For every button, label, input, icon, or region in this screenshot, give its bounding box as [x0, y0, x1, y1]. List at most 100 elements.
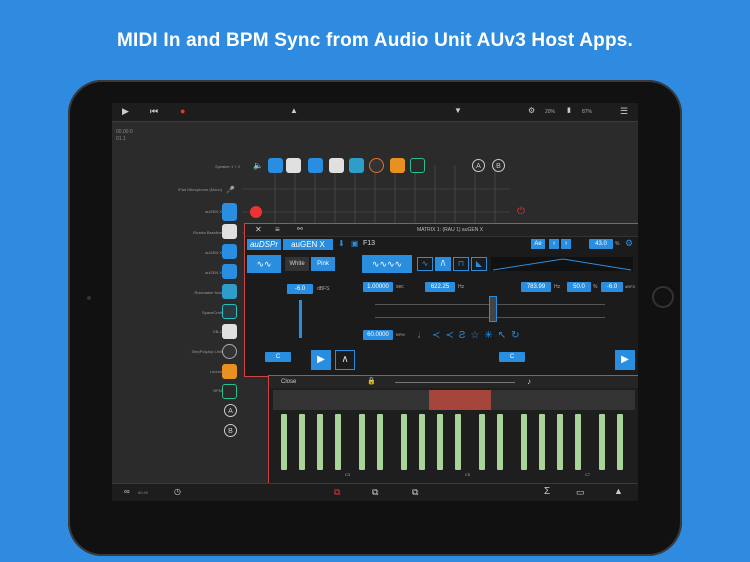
level-field[interactable]: -6.0 [287, 284, 313, 294]
envelope-button[interactable]: ∧ [335, 350, 355, 370]
pulse-width-unit: % [593, 284, 598, 290]
copy-icon[interactable]: ⧉ [372, 487, 379, 497]
noise-pink-button[interactable]: Pink [311, 257, 335, 271]
plugin-node[interactable] [222, 244, 237, 259]
octave-label: C5 [465, 472, 471, 477]
record-icon[interactable]: ● [180, 106, 186, 116]
app-screen: ▶ ⏮ ● ▲ ▼ ⚙ 20% ▮ 87% ☰ 00.00.0 01.1 Spe… [112, 103, 638, 501]
zoom-level: 20% [545, 109, 556, 115]
play-button-left[interactable]: ▶ [311, 350, 331, 370]
plugin-node[interactable] [390, 158, 405, 173]
time-field[interactable]: 1.00000 [363, 282, 393, 292]
battery-level: 87% [582, 109, 593, 115]
input-a[interactable]: A [224, 404, 237, 417]
plugin-node[interactable] [329, 158, 344, 173]
plugin-node[interactable] [222, 224, 237, 239]
plugin-node[interactable] [222, 284, 237, 299]
time-unit: sec [396, 284, 404, 290]
plugin-node[interactable] [286, 158, 301, 173]
triangle-icon[interactable]: ▲ [614, 486, 623, 496]
noise-wave-button[interactable]: ∿∿ [247, 255, 281, 273]
out-unit: dBFS [625, 284, 636, 289]
keyboard-slider[interactable] [395, 382, 515, 383]
link-icon[interactable]: ⚯ [297, 226, 303, 233]
lock-icon[interactable]: 🔒 [367, 378, 376, 385]
microphone-icon: 🎤 [226, 187, 235, 194]
wave-saw-button[interactable]: ◣ [471, 257, 487, 271]
plugin-node[interactable] [222, 384, 237, 399]
input-b[interactable]: B [224, 424, 237, 437]
bottom-toolbar: ∞ 60.40 ◷ ⧉ ⧉ ⧉ Σ ▭ ▲ [112, 483, 638, 501]
preset-name[interactable]: F13 [363, 240, 376, 247]
power-icon[interactable]: ⏻ [517, 206, 525, 217]
level-slider[interactable] [299, 300, 302, 338]
octave-label: C3 [345, 472, 351, 477]
plugin-node[interactable] [222, 264, 237, 279]
output-a[interactable]: A [472, 159, 485, 172]
matrix-icon[interactable]: ⧉ [334, 487, 341, 497]
front-camera [87, 296, 91, 300]
plugin-node[interactable] [369, 158, 384, 173]
keyboard-panel: Close 🔒 ♪ C3 C5 C7 [268, 375, 638, 485]
row-label: Rozeta Bassline [193, 230, 222, 235]
range-handle[interactable] [489, 296, 497, 322]
freq1-field[interactable]: 622.25 [425, 282, 455, 292]
transport-bar: 01.1 [116, 136, 126, 142]
collapse-up-icon[interactable]: ▲ [290, 106, 298, 115]
plugin-node[interactable] [268, 158, 283, 173]
pulse-width-field[interactable]: 50.0 [567, 282, 591, 292]
menu-icon[interactable]: ☰ [620, 106, 629, 116]
plugin-node[interactable] [308, 158, 323, 173]
play-button-right[interactable]: ▶ [615, 350, 635, 370]
plugin-name: auGEN X [283, 239, 333, 250]
gain-field[interactable]: 43.0 [589, 239, 613, 249]
wave-sine-button[interactable]: ∿ [417, 257, 433, 271]
preset-icon[interactable]: ▣ [351, 239, 359, 248]
row-label: Speaker 1 + 2 [214, 164, 240, 169]
gear-icon[interactable]: ⚙ [625, 238, 634, 248]
wave-triangle-button[interactable]: /\ [435, 257, 451, 271]
ruler-icon[interactable]: ▭ [576, 487, 585, 497]
plugin-node[interactable] [222, 203, 237, 221]
noise-white-button[interactable]: White [285, 257, 309, 271]
plugin-node[interactable] [410, 158, 425, 173]
plugin-node[interactable] [222, 364, 237, 379]
plugin-node[interactable] [222, 344, 237, 359]
next-preset-button[interactable]: › [561, 239, 571, 249]
row-label: auGEN X [205, 270, 222, 275]
osc-wave-button[interactable]: ∿∿∿∿ [362, 255, 412, 273]
output-b[interactable]: B [492, 159, 505, 172]
keyboard-header: Close 🔒 ♪ [269, 376, 638, 388]
speaker-icon: 🔈 [253, 161, 263, 170]
note-icon[interactable]: ♪ [527, 377, 531, 386]
list-icon[interactable]: ≡ [275, 225, 280, 234]
plugin-panel: ✕ ≡ ⚯ MATRIX 1: (RAU 1) auGEN X auDSPr a… [244, 223, 638, 377]
save-icon[interactable]: ⬇ [338, 239, 345, 248]
bpm-field[interactable]: 60.0000 [363, 330, 393, 340]
octave-highlight[interactable] [429, 390, 491, 410]
sequence-mode-buttons[interactable]: ♩≺≺Ƨ☆✳↖↻ [417, 330, 525, 341]
record-dot[interactable] [250, 206, 262, 218]
play-icon[interactable]: ▶ [122, 106, 129, 116]
plugin-node[interactable] [222, 304, 237, 319]
home-button[interactable] [652, 286, 674, 308]
freq2-field[interactable]: 783.99 [521, 282, 551, 292]
wave-square-button[interactable]: ⊓ [453, 257, 469, 271]
plugin-node[interactable] [349, 158, 364, 173]
row-label: SpaceCraft [201, 310, 222, 315]
row-label: StepPolyArp Unit [191, 349, 222, 354]
settings-icon[interactable]: ⚙ [528, 106, 536, 115]
note-field-left[interactable]: C [265, 352, 291, 362]
rewind-icon[interactable]: ⏮ [150, 106, 159, 116]
close-icon[interactable]: ✕ [255, 225, 262, 234]
plugin-node[interactable] [222, 324, 237, 339]
prev-preset-button[interactable]: ‹ [549, 239, 559, 249]
stack-icon[interactable]: ⧉ [412, 487, 419, 497]
keyboard-close-button[interactable]: Close [281, 379, 297, 385]
note-field-right[interactable]: C [499, 352, 525, 362]
clock-icon[interactable]: ◷ [174, 487, 181, 496]
expand-down-icon[interactable]: ▼ [454, 106, 462, 115]
sigma-icon[interactable]: Σ [544, 486, 551, 497]
out-field[interactable]: -6.0 [601, 282, 623, 292]
ae-button[interactable]: Ae [531, 239, 545, 249]
